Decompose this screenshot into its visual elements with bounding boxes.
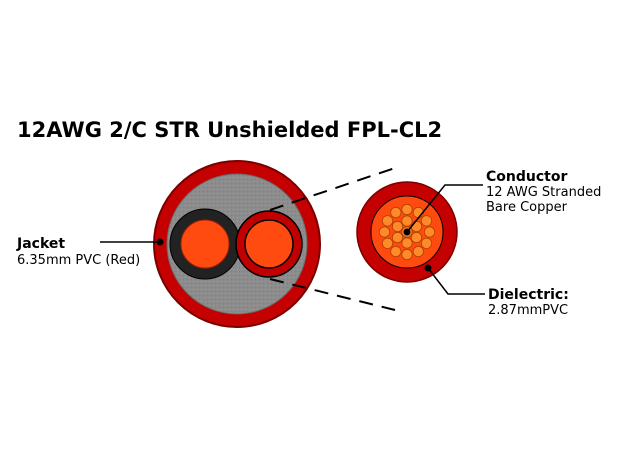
conductor-strand [420,237,433,249]
conductor-strand [378,226,391,238]
dielectric-leader-line [427,267,485,295]
conductor-strand [381,215,394,227]
dielectric-callout: Dielectric: 2.87mmPVC [424,264,569,318]
diagram-title: 12AWG 2/C STR Unshielded FPL-CL2 [17,118,442,142]
conductor-label: Conductor [486,169,567,185]
conductor-strand [381,237,394,249]
conductor-detail-line1: 12 AWG Stranded [486,185,601,200]
conductor-leader-dot [403,228,411,236]
conductor-core-2 [244,219,294,269]
conductor-strand [412,245,424,258]
dielectric-label: Dielectric: [488,287,569,303]
conductor-strand [390,245,402,258]
dielectric-detail: 2.87mmPVC [488,303,568,318]
jacket-callout: Jacket 6.35mm PVC (Red) [16,236,164,268]
conductor-callout: Conductor 12 AWG Stranded Bare Copper [403,169,601,236]
conductor-core-1 [180,219,230,269]
conductor-detail-line2: Bare Copper [486,200,568,215]
conductor-2 [235,210,303,278]
cable-cross-section [153,160,321,328]
conductor-strand [391,220,404,233]
jacket-label: Jacket [16,236,65,252]
conductor-strand [391,231,404,244]
conductor-strand [410,231,423,244]
conductor-leader-line [406,184,483,233]
conductor-strand [401,248,413,261]
conductor-strand [401,203,413,216]
conductor-strand [420,215,433,227]
conductor-1 [169,208,241,280]
conductor-strand [423,226,436,238]
jacket-detail: 6.35mm PVC (Red) [17,253,140,268]
conductor-strand [410,220,423,233]
conductor-strand [401,215,413,227]
jacket-leader-dot [156,238,164,246]
conductor-strand [401,237,413,249]
dielectric-leader-dot [424,264,432,272]
conductor-strand [390,206,402,219]
